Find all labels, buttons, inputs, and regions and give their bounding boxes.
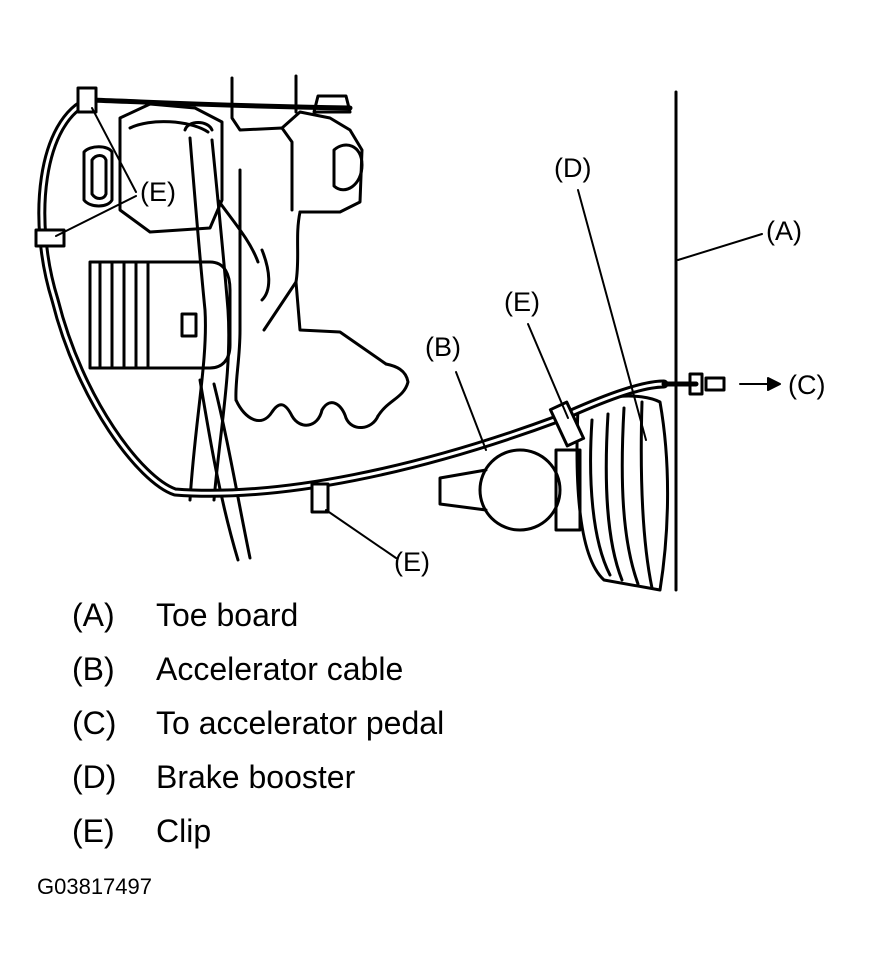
callout-b: (B): [425, 332, 461, 362]
callout-e-bottom: (E): [394, 547, 430, 577]
accelerator-cable-drawing: [37, 95, 699, 498]
legend-description: Brake booster: [156, 759, 356, 795]
leader-lines: [55, 107, 763, 559]
legend-key: (D): [72, 759, 117, 795]
legend-row-e: (E) Clip: [72, 804, 672, 858]
legend-row-b: (B) Accelerator cable: [72, 642, 672, 696]
callout-e-booster: (E): [504, 287, 540, 317]
clip-drawings: [34, 86, 586, 514]
legend-row-c: (C) To accelerator pedal: [72, 696, 672, 750]
legend-key: (B): [72, 651, 115, 687]
brake-booster-drawing: [438, 394, 670, 592]
legend-description: Toe board: [156, 597, 299, 633]
callout-e-top: (E): [140, 177, 176, 207]
callout-c: (C): [788, 370, 825, 400]
engine-manifold-drawing: [82, 74, 410, 429]
hose-drawing: [183, 121, 252, 562]
legend: (A) Toe board (B) Accelerator cable (C) …: [72, 588, 672, 858]
legend-description: To accelerator pedal: [156, 705, 445, 741]
figure-id: G03817497: [37, 874, 152, 899]
legend-key: (A): [72, 597, 115, 633]
callout-d: (D): [554, 153, 591, 183]
pedal-arrow: [739, 377, 781, 391]
legend-description: Clip: [156, 813, 212, 849]
legend-row-a: (A) Toe board: [72, 588, 672, 642]
accelerator-cable-diagram: (A) (B) (C) (D) (E) (E) (E): [34, 74, 825, 592]
legend-key: (E): [72, 813, 115, 849]
legend-description: Accelerator cable: [156, 651, 404, 687]
pedal-connector-drawing: [688, 372, 726, 396]
callout-a: (A): [766, 216, 802, 246]
legend-row-d: (D) Brake booster: [72, 750, 672, 804]
legend-key: (C): [72, 705, 117, 741]
